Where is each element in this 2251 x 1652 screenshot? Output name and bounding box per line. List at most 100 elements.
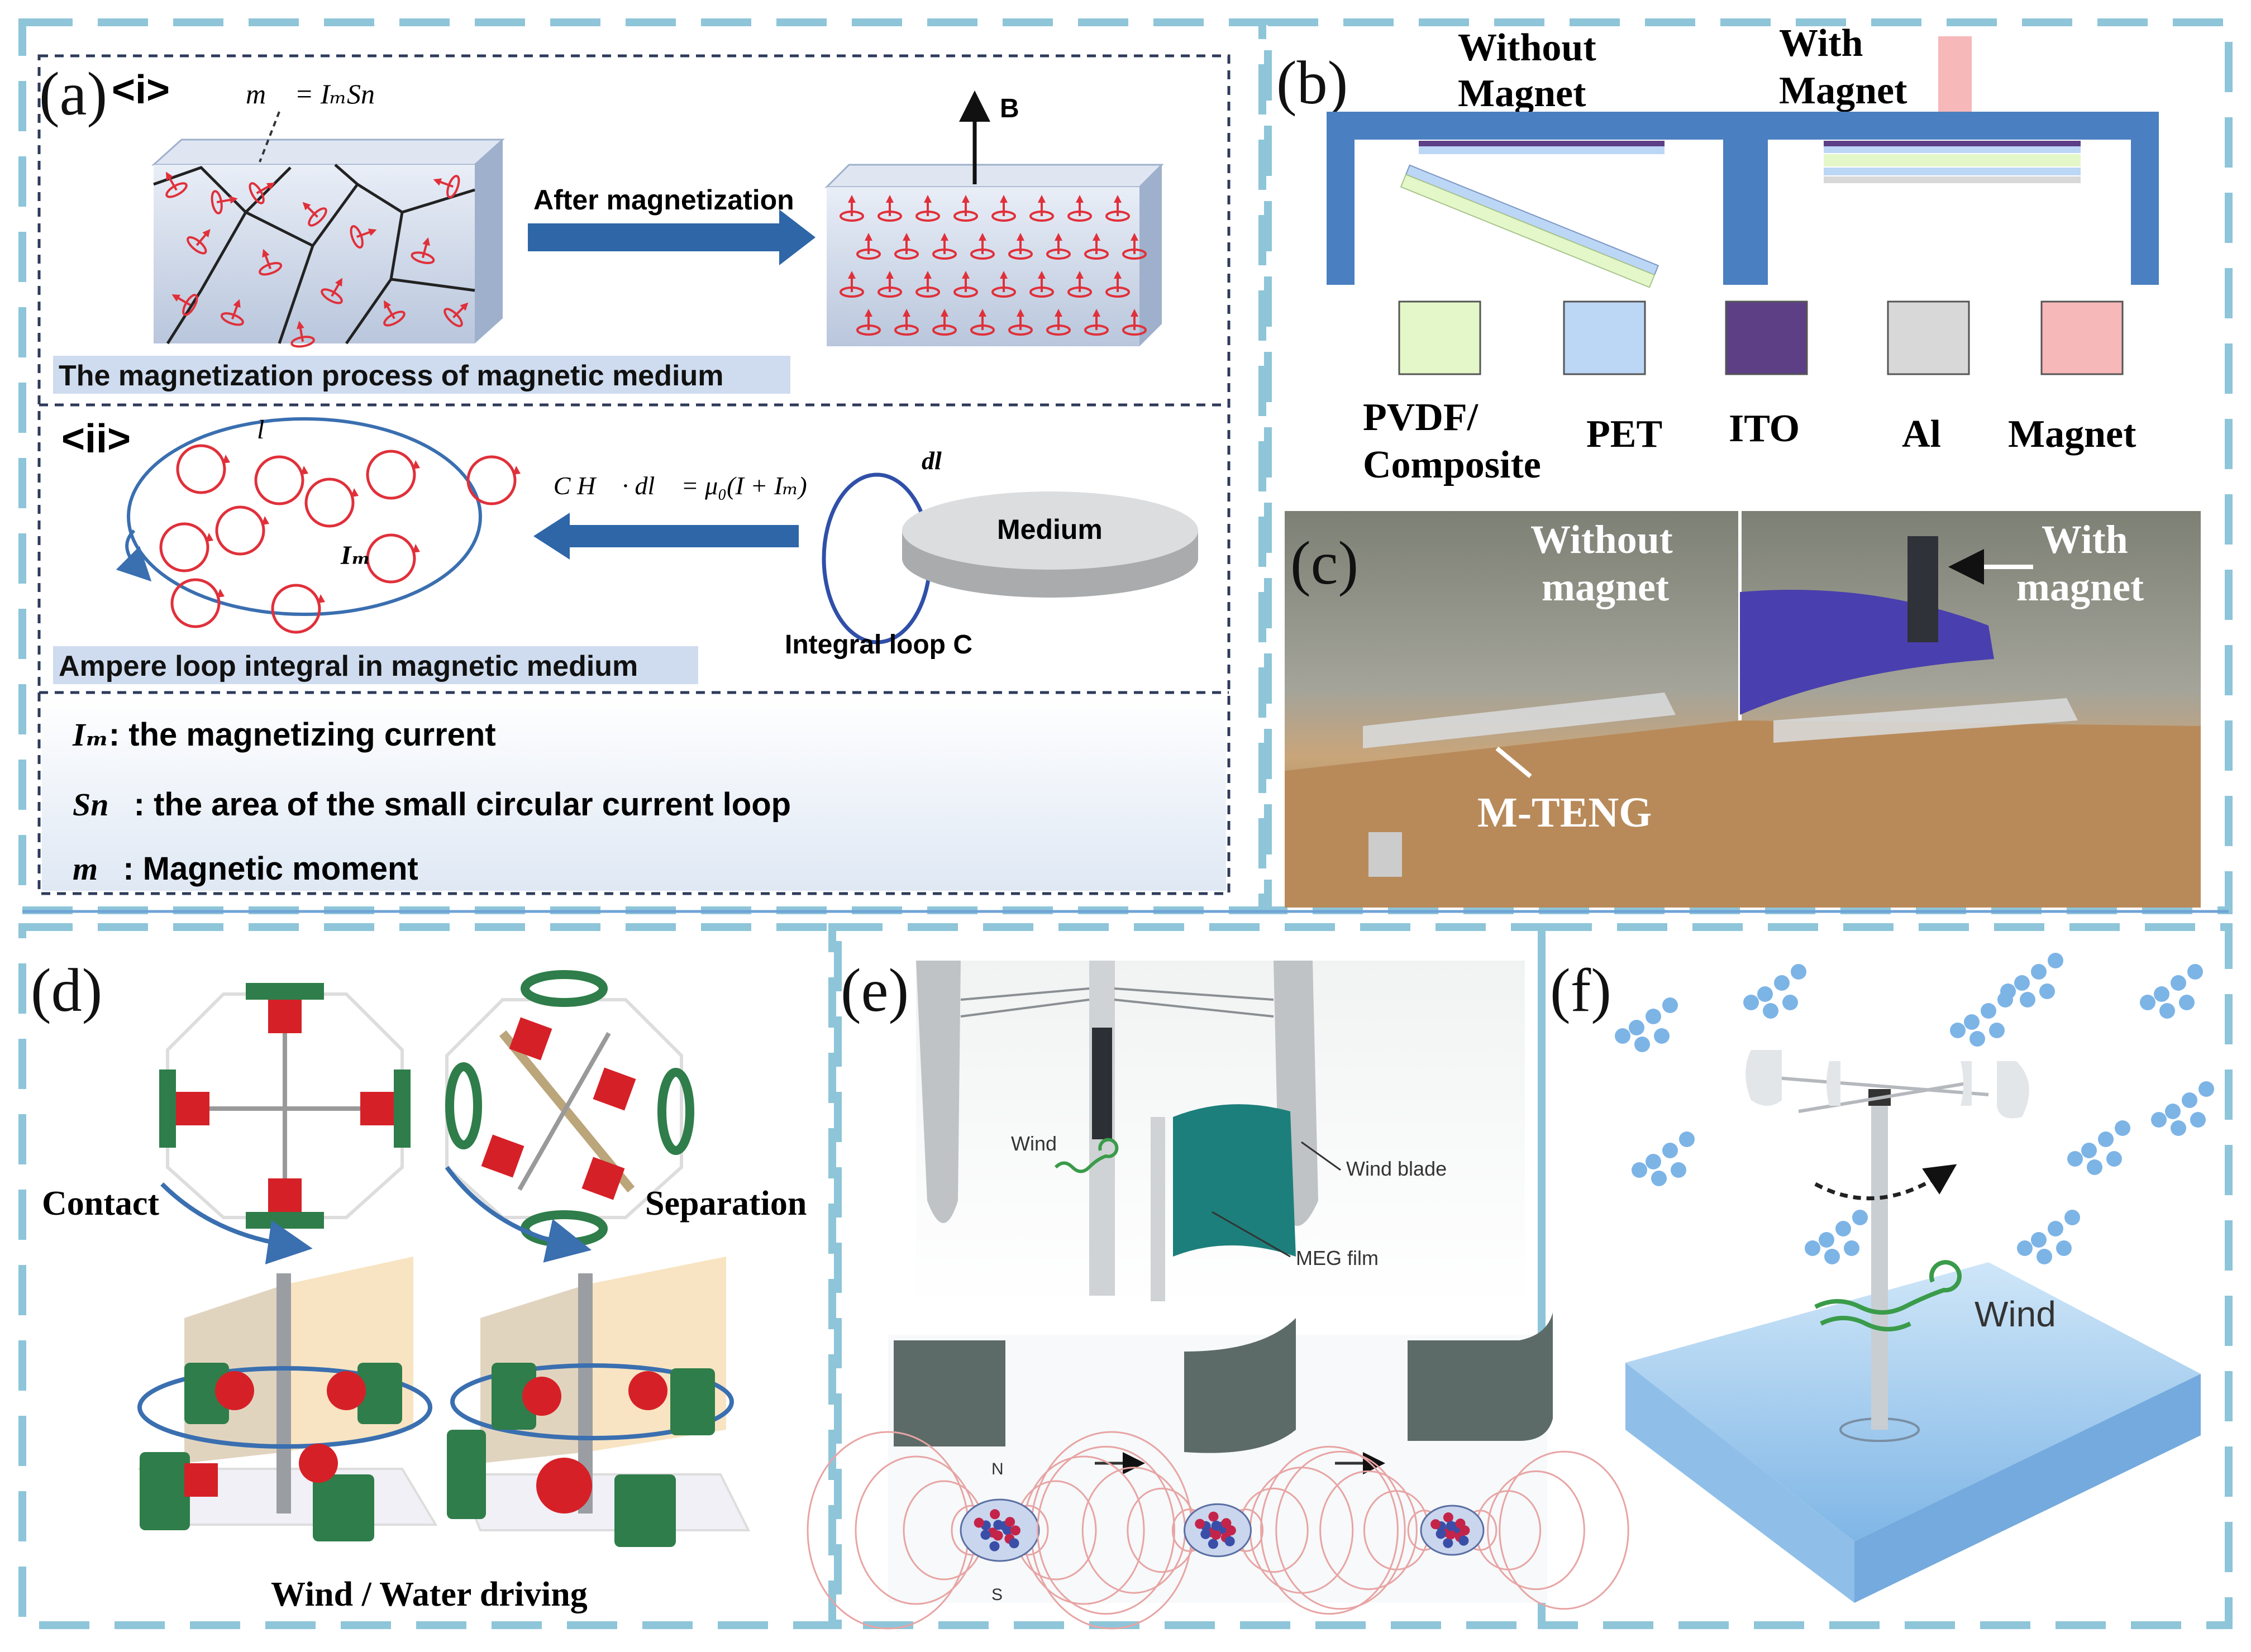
d-separation-label: Separation (645, 1185, 807, 1223)
aligned-moment (915, 271, 940, 298)
b-pvdf-right (1824, 154, 2081, 166)
aligned-moment (856, 309, 881, 336)
frame-d (18, 923, 842, 1629)
current-loops (159, 444, 521, 634)
current-loop (466, 455, 521, 505)
panel-e: (e) Wind Wind blade MEG film N S (807, 956, 1629, 1630)
integral-loop-label: Integral loop C (785, 630, 972, 660)
aligned-moment (1105, 271, 1130, 298)
c-with-1: With (2042, 517, 2128, 562)
panel-d-label: (d) (31, 956, 102, 1024)
aligned-moment (1105, 195, 1130, 222)
a-legend: Iₘ: the magnetizing current Sn⃗: the are… (72, 717, 791, 887)
random-moment (433, 175, 460, 199)
legend-m-sym: m⃗ (73, 851, 123, 887)
legend-al: Al (1902, 413, 1941, 456)
d-separation-arrow (445, 1166, 592, 1263)
e-shaft-hub (1092, 1028, 1112, 1139)
c-without-2: magnet (1542, 565, 1669, 609)
panel-f: (f) Wind (1550, 953, 2214, 1603)
without-title-1: Without (1458, 26, 1596, 69)
aligned-moment (840, 271, 864, 298)
b-ito-top-left (1419, 141, 1665, 146)
d-rotor-contact (159, 983, 411, 1229)
aligned-moment (1008, 309, 1033, 336)
legend-ito: ITO (1729, 407, 1800, 450)
c-without-1: Without (1530, 517, 1673, 562)
c-device-pointer (1495, 746, 1532, 779)
aligned-moment (1067, 195, 1092, 222)
e-film-flat (894, 1340, 1005, 1446)
dl-label: dl⃗ (922, 446, 962, 475)
loop-direction-arrow (116, 529, 152, 582)
panel-a: (a) <i> m⃗ = IₘSn⃗ After magnetization (37, 54, 1231, 895)
f-blade-2 (1826, 1061, 1840, 1106)
c-device-left (1363, 693, 1676, 748)
swatch-ito (1725, 300, 1808, 375)
random-moment (383, 300, 406, 327)
aligned-moment (1122, 309, 1147, 336)
f-droplet-cluster (1805, 1210, 1868, 1264)
f-spokes (1776, 1076, 1989, 1113)
aligned-moment (1084, 233, 1109, 260)
f-droplet-cluster (2151, 1081, 2214, 1136)
f-droplet-cluster (1632, 1131, 1695, 1186)
aligned-moment (1029, 271, 1054, 298)
after-magnetization-arrow (528, 209, 815, 265)
random-magnetic-moments (165, 171, 469, 348)
sub-i-tag: <i> (112, 68, 170, 112)
legend-pvdf-2: Composite (1363, 443, 1541, 486)
caption-ii-bg (53, 646, 698, 684)
caption-ii: Ampere loop integral in magnetic medium (59, 650, 638, 682)
f-droplet-cluster (2067, 1120, 2130, 1175)
swatch-magnet (2040, 300, 2124, 375)
e-magnetic-domains (807, 1431, 1629, 1630)
im-label: Iₘ (340, 541, 371, 570)
unmagnetized-slab (151, 139, 505, 348)
e-wind-swirl (1054, 1138, 1119, 1173)
random-moment (350, 225, 377, 249)
e-film-pointer (1212, 1211, 1291, 1258)
aligned-moment (877, 271, 902, 298)
aligned-moment (915, 195, 940, 222)
d-contact-label: Contact (42, 1185, 159, 1223)
e-spokes (960, 987, 1274, 1018)
f-droplet-cluster (2017, 1210, 2080, 1264)
e-meg-film (1173, 1104, 1296, 1257)
a-legend-bg (42, 695, 1226, 891)
legend-magnet: Magnet (2008, 413, 2136, 456)
aligned-moment (932, 233, 957, 260)
legend-pet: PET (1586, 413, 1662, 456)
b-tilted-film (1400, 164, 1659, 288)
aligned-moment (970, 309, 995, 336)
aligned-moment (894, 309, 919, 336)
legend-im-text: : the magnetizing current (109, 717, 496, 753)
aligned-moment (840, 195, 864, 222)
e-film-bent (1408, 1312, 1553, 1441)
without-title-2: Magnet (1458, 72, 1586, 115)
random-moment (171, 294, 198, 316)
current-loop (366, 533, 420, 584)
current-loop (176, 444, 230, 494)
d-rotor-separation (445, 970, 694, 1247)
f-water-droplets (1615, 953, 2214, 1264)
caption-i: The magnetization process of magnetic me… (59, 360, 723, 392)
b-al-right (1824, 176, 2081, 183)
f-blade-4 (1997, 1061, 2029, 1119)
f-blade-1 (1746, 1050, 1782, 1106)
panel-b: (b) Without Magnet With Magnet PVDF/ Com… (1276, 22, 2159, 486)
legend-sn: Sn⃗: the area of the small circular curr… (73, 786, 791, 823)
after-magnetization-label: After magnetization (533, 184, 794, 216)
e-pole-2 (1151, 1117, 1165, 1301)
e-domain-cluster (807, 1431, 1193, 1630)
panel-c: (c) Without magnet With magnet M-TENG (1285, 511, 2201, 908)
current-loop (170, 578, 225, 628)
f-droplet-cluster (1950, 992, 2013, 1047)
caption-i-bg (53, 356, 790, 394)
aligned-moment (1067, 271, 1092, 298)
legend-im: Iₘ: the magnetizing current (72, 717, 496, 753)
formula-pointer (259, 111, 280, 163)
b-frame-without (1327, 112, 1751, 285)
legend-sn-sym: Sn⃗ (73, 786, 134, 823)
